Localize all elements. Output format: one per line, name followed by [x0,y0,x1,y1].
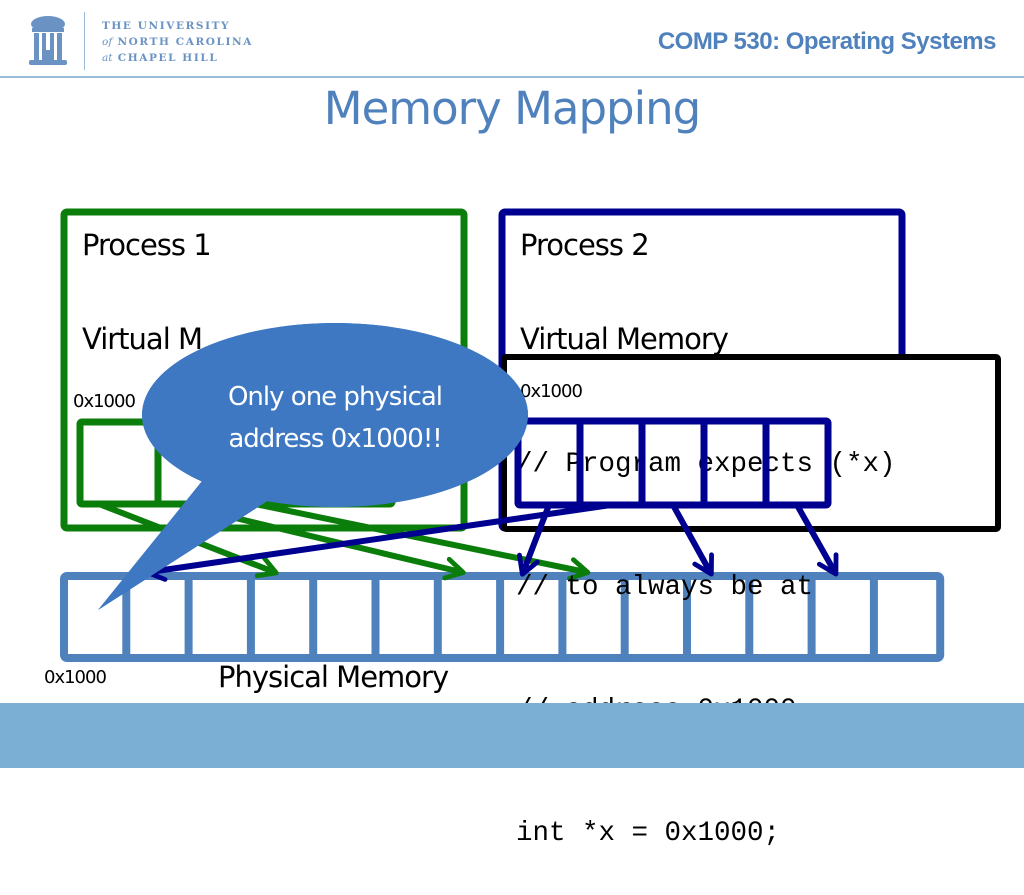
process1-name: Process 1 [82,228,212,262]
footer-bar [0,703,1024,768]
code-snippet: // Program expects (*x) // to always be … [516,362,896,895]
process2-memory-label: Virtual Memory [520,322,729,356]
callout-line-2: address 0x1000!! [228,424,442,454]
callout-text: Only one physical address 0x1000!! [160,376,510,460]
course-title: COMP 530: Operating Systems [657,28,997,55]
code-line-2: // to always be at [516,572,814,603]
physical-memory-label: Physical Memory [218,660,449,694]
slide-title: Memory Mapping [323,82,701,135]
header-divider [0,76,1024,78]
physical-base-address: 0x1000 [44,667,107,688]
old-well-icon [29,16,67,65]
logo-line-2: of NORTH CAROLINA [102,36,253,48]
process2-name: Process 2 [520,228,650,262]
logo-text: THE UNIVERSITY of NORTH CAROLINA at CHAP… [102,18,253,66]
logo-line-3: at CHAPEL HILL [102,52,219,64]
university-logo: THE UNIVERSITY of NORTH CAROLINA at CHAP… [26,12,256,70]
code-line-1: // Program expects (*x) [516,449,896,480]
callout-line-1: Only one physical [227,382,443,412]
process2-base-address: 0x1000 [520,381,583,402]
code-line-4: int *x = 0x1000; [516,818,781,849]
process1-memory-label: Virtual M [82,322,203,356]
logo-line-1: THE UNIVERSITY [102,20,231,32]
logo-divider [84,12,85,70]
process1-base-address: 0x1000 [73,391,136,412]
